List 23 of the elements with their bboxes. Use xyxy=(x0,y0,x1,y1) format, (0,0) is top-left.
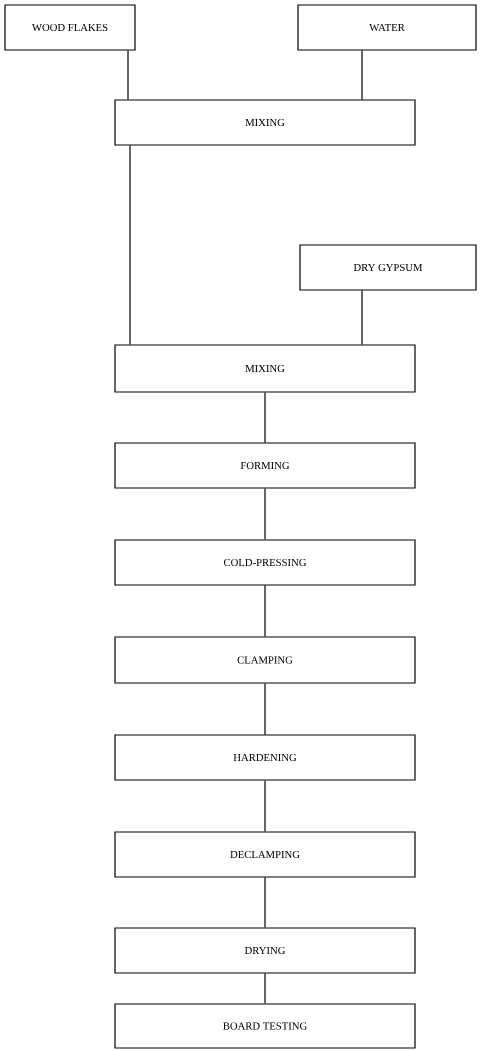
connector-line xyxy=(129,145,131,345)
process-box: DRY GYPSUM xyxy=(299,244,477,291)
connector-line xyxy=(264,973,266,1004)
connector-line xyxy=(264,585,266,637)
connector-line xyxy=(361,50,363,100)
process-box: COLD-PRESSING xyxy=(114,539,416,586)
connector-line xyxy=(264,877,266,928)
process-box: WOOD FLAKES xyxy=(4,4,136,51)
connector-line xyxy=(361,290,363,345)
process-box: CLAMPING xyxy=(114,636,416,684)
process-box: MIXING xyxy=(114,344,416,393)
process-box: HARDENING xyxy=(114,734,416,781)
connector-line xyxy=(264,780,266,832)
connector-line xyxy=(264,488,266,540)
connector-line xyxy=(127,50,129,100)
connector-line xyxy=(264,392,266,443)
process-box: FORMING xyxy=(114,442,416,489)
connector-line xyxy=(264,683,266,735)
process-box: DRYING xyxy=(114,927,416,974)
process-box: WATER xyxy=(297,4,477,51)
process-box: MIXING xyxy=(114,99,416,146)
process-box: BOARD TESTING xyxy=(114,1003,416,1049)
process-box: DECLAMPING xyxy=(114,831,416,878)
